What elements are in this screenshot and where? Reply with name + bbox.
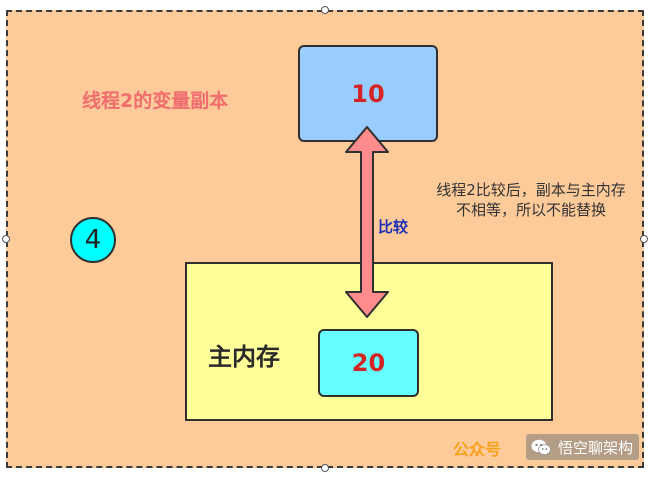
watermark-prefix-text: 公众号 [453, 440, 502, 459]
wechat-icon [531, 439, 551, 455]
resize-handle-right[interactable] [640, 235, 648, 243]
watermark-badge: 悟空聊架构 [526, 434, 640, 460]
watermark-account-name: 悟空聊架构 [558, 438, 634, 457]
double-arrow-icon [345, 126, 389, 318]
result-note: 线程2比较后，副本与主内存不相等，所以不能替换 [436, 181, 626, 219]
step-number-badge: 4 [70, 217, 116, 263]
compare-label: 比较 [378, 218, 409, 236]
resize-handle-bottom[interactable] [321, 464, 329, 472]
thread-copy-label: 线程2的变量副本 [82, 90, 229, 112]
main-memory-label: 主内存 [208, 343, 280, 371]
thread-copy-value: 10 [351, 79, 385, 108]
resize-handle-top[interactable] [321, 6, 329, 14]
resize-handle-left[interactable] [2, 235, 10, 243]
main-memory-value: 20 [351, 349, 386, 377]
watermark-prefix: 公众号 [453, 436, 501, 460]
main-memory-value-box: 20 [318, 329, 419, 397]
step-number: 4 [84, 225, 102, 255]
